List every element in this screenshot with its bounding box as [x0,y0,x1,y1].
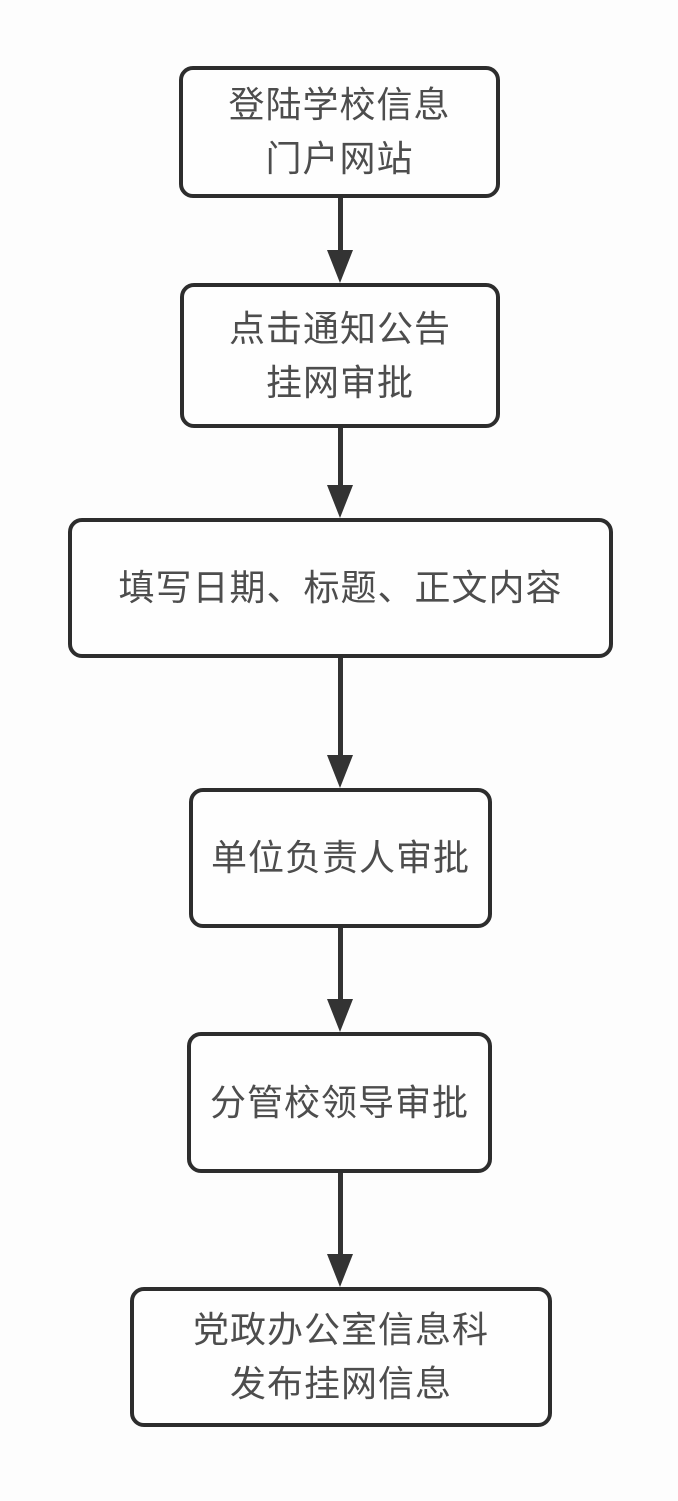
arrow-head-icon [327,250,353,283]
node-text-line: 填写日期、标题、正文内容 [118,567,563,608]
node-text-line: 发布挂网信息 [229,1363,452,1404]
flow-node-unit-leader-approval: 单位负责人审批 [189,788,492,928]
node-text-line: 点击通知公告 [228,307,451,349]
arrow-head-icon [327,999,353,1032]
flow-node-school-leader-approval: 分管校领导审批 [187,1032,492,1173]
arrow-shaft [337,198,343,250]
flow-node-login-portal: 登陆学校信息 门户网站 [179,66,500,198]
arrow-shaft [337,428,343,485]
arrow-head-icon [327,755,353,788]
node-text-line: 门户网站 [265,138,414,179]
arrow-head-icon [327,485,353,518]
arrow-shaft [337,928,343,999]
arrow-step5-to-step6 [327,1173,353,1287]
arrow-shaft [337,1173,343,1254]
arrow-step1-to-step2 [327,198,353,283]
arrow-step4-to-step5 [327,928,353,1032]
node-text-line: 单位负责人审批 [210,837,470,878]
node-text-line: 分管校领导审批 [209,1081,469,1123]
flow-node-office-publish: 党政办公室信息科 发布挂网信息 [130,1287,552,1427]
node-text-line: 挂网审批 [265,361,414,403]
arrow-step3-to-step4 [327,658,353,788]
arrow-shaft [337,658,343,755]
arrow-head-icon [327,1254,353,1287]
node-text-line: 党政办公室信息科 [192,1309,489,1350]
flow-node-click-notice-approval: 点击通知公告 挂网审批 [180,283,500,428]
arrow-step2-to-step3 [327,428,353,518]
flow-node-fill-content: 填写日期、标题、正文内容 [68,518,613,658]
node-text-line: 登陆学校信息 [228,84,451,125]
